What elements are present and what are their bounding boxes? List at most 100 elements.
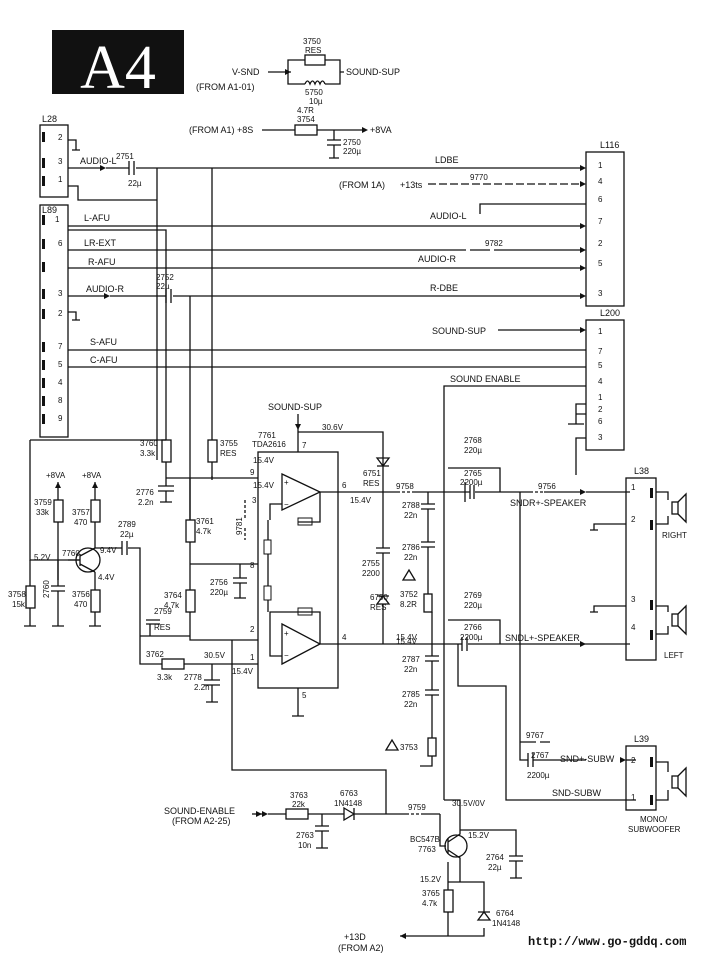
svg-text:(FROM A2): (FROM A2) <box>338 943 384 953</box>
svg-text:22µ: 22µ <box>156 282 170 291</box>
speaker-right-icon: RIGHT <box>662 492 687 540</box>
connector-l89: L89 1 6 3 2 7 5 4 8 9 <box>39 204 80 438</box>
svg-text:22k: 22k <box>292 800 306 809</box>
svg-text:4.7k: 4.7k <box>164 601 180 610</box>
svg-text:SOUND ENABLE: SOUND ENABLE <box>450 374 521 384</box>
svg-text:2785: 2785 <box>402 690 420 699</box>
svg-text:5: 5 <box>598 259 603 268</box>
svg-text:9767: 9767 <box>526 731 544 740</box>
svg-text:6763: 6763 <box>340 789 358 798</box>
svg-text:8: 8 <box>250 561 255 570</box>
svg-text:30.6V: 30.6V <box>322 423 344 432</box>
svg-text:RES: RES <box>154 623 170 632</box>
svg-text:2765: 2765 <box>464 469 482 478</box>
svg-text:2200µ: 2200µ <box>460 633 483 642</box>
svg-text:1N4148: 1N4148 <box>492 919 521 928</box>
svg-text:1: 1 <box>598 161 603 170</box>
svg-text:2200µ: 2200µ <box>527 771 550 780</box>
page-label-box <box>52 30 184 94</box>
svg-text:22n: 22n <box>404 553 417 562</box>
svg-text:5: 5 <box>302 691 307 700</box>
svg-text:220µ: 220µ <box>210 588 228 597</box>
svg-text:2755: 2755 <box>362 559 380 568</box>
svg-text:3753: 3753 <box>400 743 418 752</box>
svg-text:15k: 15k <box>12 600 26 609</box>
svg-text:30.5V: 30.5V <box>204 651 226 660</box>
svg-text:1: 1 <box>58 175 63 184</box>
svg-text:2769: 2769 <box>464 591 482 600</box>
svg-text:2767: 2767 <box>531 751 549 760</box>
svg-text:1: 1 <box>631 793 636 802</box>
resistor-3754 <box>294 124 318 136</box>
svg-text:3765: 3765 <box>422 889 440 898</box>
svg-text:V-SND: V-SND <box>232 67 260 77</box>
svg-text:7: 7 <box>598 217 603 226</box>
svg-text:L89: L89 <box>42 205 57 215</box>
svg-text:15.4V: 15.4V <box>253 456 275 465</box>
ic-input-network: 3760 3.3k 3755 RES 2776 2.2n 3761 4.7k 2… <box>136 439 387 786</box>
svg-text:6: 6 <box>342 481 347 490</box>
svg-text:+: + <box>284 478 289 487</box>
svg-text:4.7k: 4.7k <box>196 527 212 536</box>
svg-text:RES: RES <box>363 479 379 488</box>
svg-text:2: 2 <box>598 239 603 248</box>
svg-text:7761: 7761 <box>258 431 276 440</box>
svg-text:SOUND-ENABLE: SOUND-ENABLE <box>164 806 235 816</box>
svg-text:15.4V: 15.4V <box>253 481 275 490</box>
svg-text:+13ts: +13ts <box>400 180 423 190</box>
svg-text:R-AFU: R-AFU <box>88 257 116 267</box>
svg-text:22µ: 22µ <box>128 179 142 188</box>
svg-text:3762: 3762 <box>146 650 164 659</box>
svg-text:9: 9 <box>250 468 255 477</box>
svg-text:3759: 3759 <box>34 498 52 507</box>
svg-text:2764: 2764 <box>486 853 504 862</box>
svg-text:L39: L39 <box>634 734 649 744</box>
svg-text:30.5V/0V: 30.5V/0V <box>452 799 486 808</box>
svg-text:2: 2 <box>58 309 63 318</box>
svg-text:2751: 2751 <box>116 152 134 161</box>
svg-text:7: 7 <box>58 342 63 351</box>
svg-text:4: 4 <box>631 623 636 632</box>
output-network: 6751 RES 2755 2200 6750 RES 9758 2788 22… <box>338 436 636 801</box>
svg-text:2763: 2763 <box>296 831 314 840</box>
svg-text:3: 3 <box>631 595 636 604</box>
svg-text:220µ: 220µ <box>343 147 361 156</box>
svg-text:RES: RES <box>370 603 386 612</box>
speaker-left-icon: LEFT <box>664 604 687 660</box>
svg-text:3: 3 <box>598 289 603 298</box>
svg-text:SOUND-SUP: SOUND-SUP <box>268 402 322 412</box>
svg-text:2768: 2768 <box>464 436 482 445</box>
svg-text:3763: 3763 <box>290 791 308 800</box>
svg-text:+8VA: +8VA <box>370 125 392 135</box>
inductor-5750 <box>304 80 326 86</box>
svg-text:3754: 3754 <box>297 115 315 124</box>
signal-buses: AUDIO-L 2751 22µ LDBE (FROM 1A) +13ts 97… <box>30 152 586 600</box>
svg-text:2: 2 <box>250 625 255 634</box>
svg-text:5.2V: 5.2V <box>34 553 51 562</box>
svg-text:7763: 7763 <box>418 845 436 854</box>
svg-text:AUDIO-R: AUDIO-R <box>418 254 457 264</box>
svg-text:5750: 5750 <box>305 88 323 97</box>
svg-text:220µ: 220µ <box>464 601 482 610</box>
ic-tda2616: SOUND-SUP 7761 TDA2616 30.6V 7 +− +− 9 3… <box>204 402 418 717</box>
svg-text:3755: 3755 <box>220 439 238 448</box>
svg-text:9.4V: 9.4V <box>100 546 117 555</box>
svg-text:9759: 9759 <box>408 803 426 812</box>
svg-text:2200: 2200 <box>362 569 380 578</box>
svg-text:2: 2 <box>631 756 636 765</box>
svg-text:C-AFU: C-AFU <box>90 355 118 365</box>
svg-text:2787: 2787 <box>402 655 420 664</box>
svg-text:L116: L116 <box>600 140 619 150</box>
svg-text:15.4V: 15.4V <box>232 667 254 676</box>
svg-text:22µ: 22µ <box>120 530 134 539</box>
svg-text:2: 2 <box>598 405 603 414</box>
svg-text:220µ: 220µ <box>464 446 482 455</box>
svg-text:3752: 3752 <box>400 590 418 599</box>
svg-text:22µ: 22µ <box>488 863 502 872</box>
svg-text:7: 7 <box>598 347 603 356</box>
connector-l28: L28 2 3 1 <box>39 114 80 198</box>
svg-text:7760: 7760 <box>62 549 80 558</box>
svg-text:AUDIO-L: AUDIO-L <box>80 156 117 166</box>
svg-text:(FROM A1) +8S: (FROM A1) +8S <box>189 125 253 135</box>
